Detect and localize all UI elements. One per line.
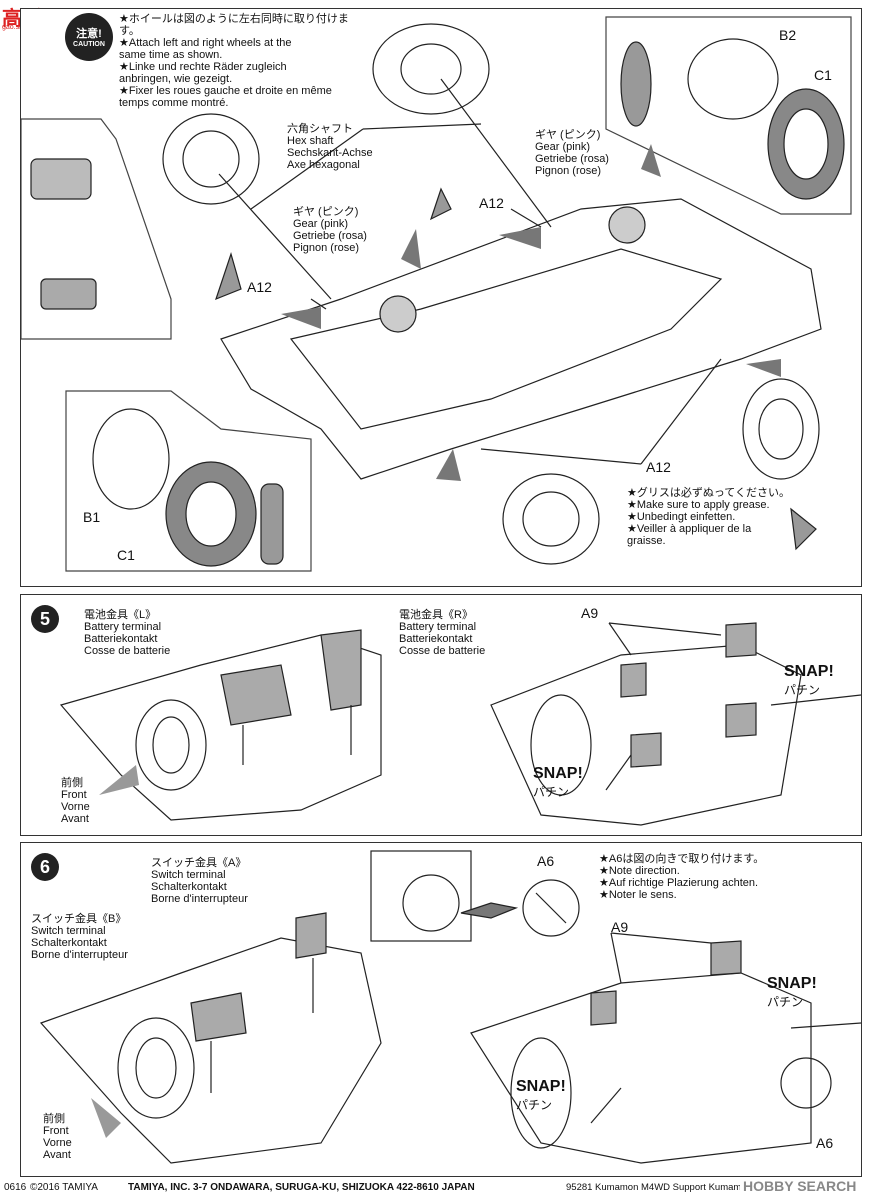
step6-number: 6 [31,853,59,881]
step5-number: 5 [31,605,59,633]
snap-right-jp: パチン [784,683,821,697]
part-a12-top: A12 [479,195,504,211]
part-a9: A9 [611,919,629,935]
part-b2: B2 [779,27,797,43]
snap-right-text: SNAP! [767,975,817,992]
footer-product: 95281 Kumamon M4WD Support Kumamoto (119… [566,1182,790,1193]
battery-terminal-l-label: 電池金具《L》 Battery terminal Batteriekontakt… [84,609,171,657]
part-a6-top: A6 [537,853,555,869]
gear-pink-left-label: ギヤ (ピンク) Gear (pink) Getriebe (rosa) Pig… [293,206,367,254]
footer-watermark: HOBBY SEARCH [740,1178,860,1194]
part-a9: A9 [581,605,599,621]
snap-right-jp: パチン [767,995,804,1009]
step6-drawing [39,850,861,1164]
part-c1-bottom: C1 [117,547,135,563]
snap-left-text: SNAP! [516,1078,566,1095]
caution-text: ★ホイールは図のように左右同時に取り付けます。 ★Attach left and… [119,13,349,109]
snap-left: SNAP! パチン [516,1078,566,1114]
step4-panel: 注意! CAUTION ★ホイールは図のように左右同時に取り付けます。 ★Att… [20,8,862,587]
switch-terminal-b-label: スイッチ金具《B》 Switch terminal Schalterkontak… [31,913,128,961]
a6-direction-note: ★A6は図の向きで取り付けます。 ★Note direction. ★Auf r… [599,853,765,901]
footer-code: 0616 [4,1182,27,1193]
part-b1: B1 [83,509,101,525]
snap-right-text: SNAP! [784,663,834,680]
step5-drawing [59,622,861,826]
snap-left-text: SNAP! [533,765,583,782]
caution-badge: 注意! CAUTION [65,13,113,61]
snap-right: SNAP! パチン [767,975,817,1011]
footer-address: TAMIYA, INC. 3-7 ONDAWARA, SURUGA-KU, SH… [128,1182,475,1193]
step4-drawing [21,16,852,572]
footer-copyright: ©2016 TAMIYA [30,1182,98,1193]
caution-en: CAUTION [73,41,105,48]
front-label: 前側 Front Vorne Avant [61,777,90,825]
snap-left: SNAP! パチン [533,765,583,801]
snap-right: SNAP! パチン [784,663,834,699]
part-c1-top: C1 [814,67,832,83]
grease-note: ★グリスは必ずぬってください。 ★Make sure to apply grea… [627,487,790,547]
hex-shaft-label: 六角シャフト Hex shaft Sechskant-Achse Axe hex… [287,123,373,171]
part-a6-bottom: A6 [816,1135,834,1151]
gear-pink-right-label: ギヤ (ピンク) Gear (pink) Getriebe (rosa) Pig… [535,129,609,177]
battery-terminal-r-label: 電池金具《R》 Battery terminal Batteriekontakt… [399,609,486,657]
footer: 0616 ©2016 TAMIYA TAMIYA, INC. 3-7 ONDAW… [0,1178,882,1200]
front-label: 前側 Front Vorne Avant [43,1113,72,1161]
snap-left-jp: パチン [516,1098,553,1112]
part-a12-left: A12 [247,279,272,295]
step5-panel: 5 電池金具《L》 Battery terminal Batteriekonta… [20,594,862,836]
part-a12-bottom: A12 [646,459,671,475]
snap-left-jp: パチン [533,785,570,799]
caution-jp: 注意! [76,28,102,40]
switch-terminal-a-label: スイッチ金具《A》 Switch terminal Schalterkontak… [151,857,248,905]
step6-panel: 6 スイッチ金具《A》 Switch terminal Schalterkont… [20,842,862,1177]
